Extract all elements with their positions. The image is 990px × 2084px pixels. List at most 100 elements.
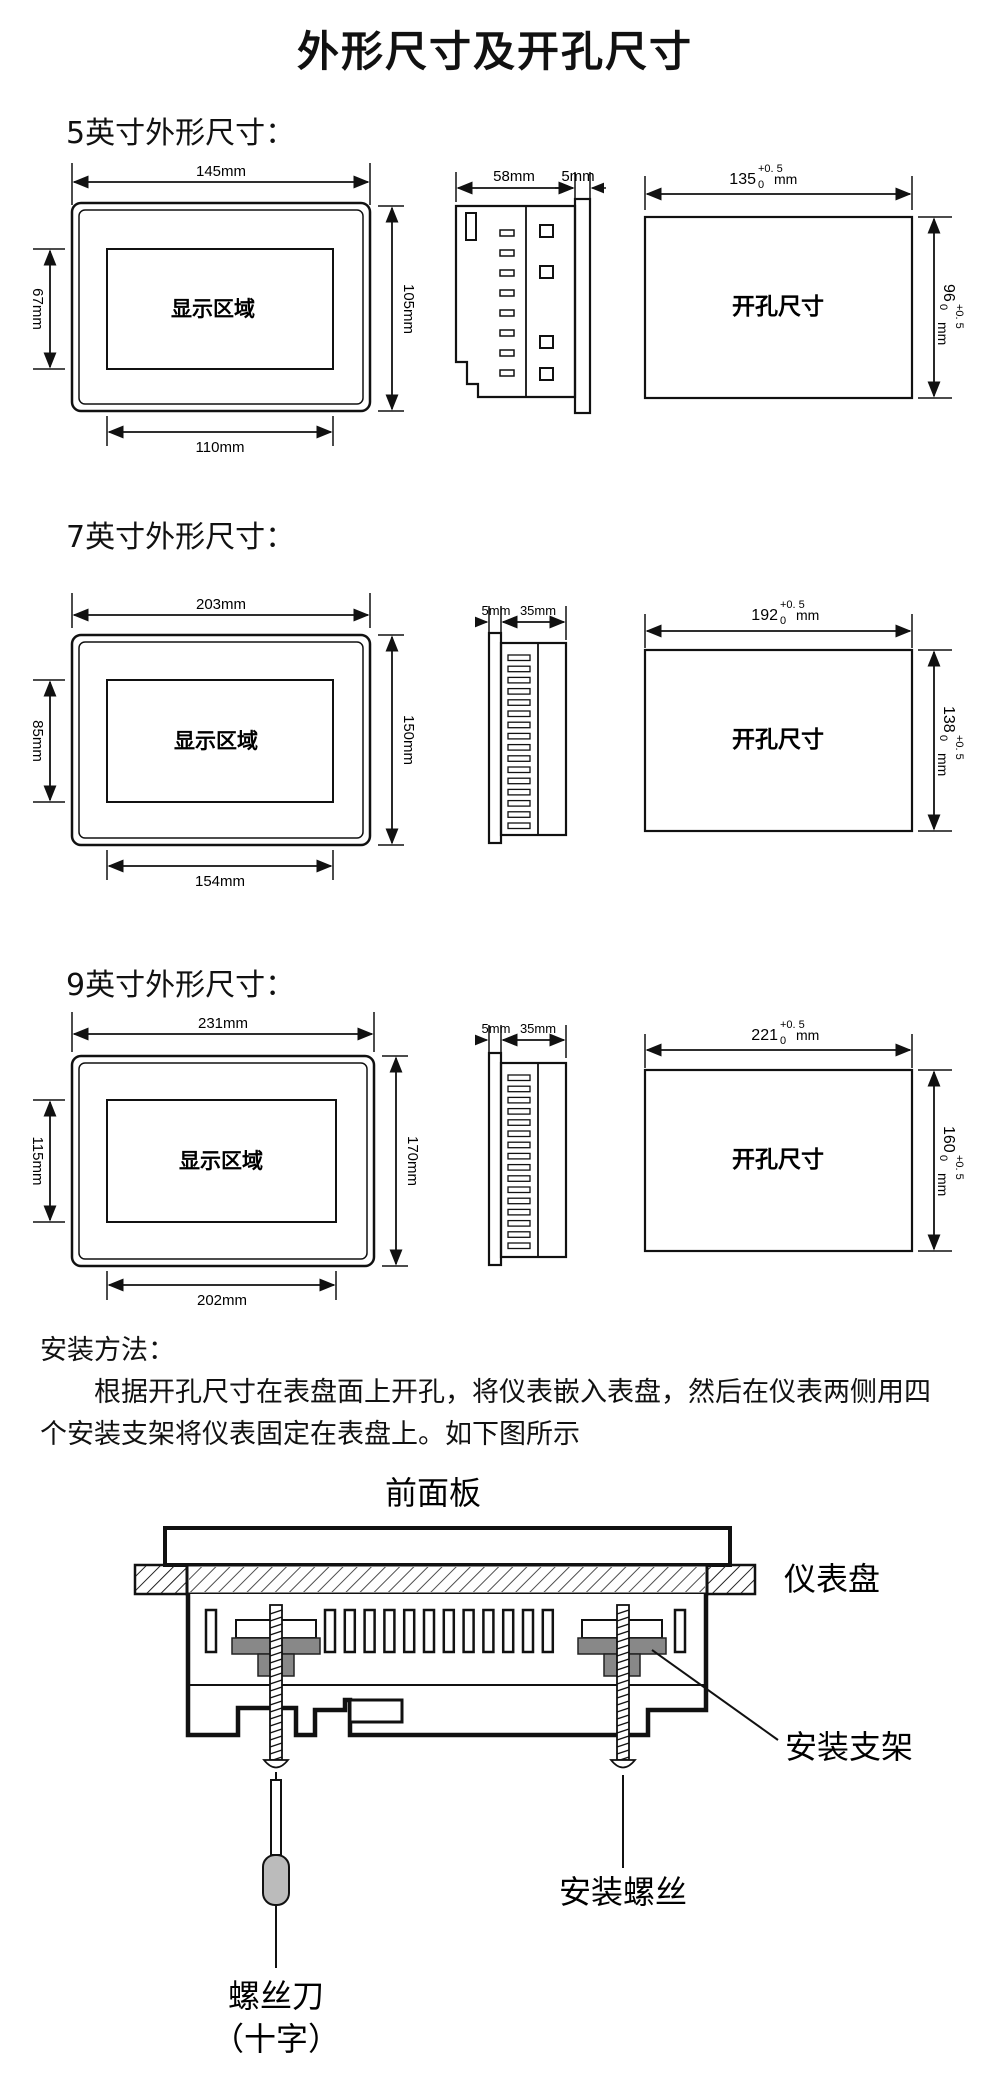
vent-slot — [507, 1163, 531, 1171]
install-text-line1: 根据开孔尺寸在表盘面上开孔，将仪表嵌入表盘，然后在仪表两侧用四 — [94, 1377, 931, 1408]
section-heading-7inch: 7英寸外形尺寸： — [66, 520, 296, 555]
vent-slot — [507, 1085, 531, 1093]
screw-thread — [269, 1665, 283, 1671]
screw-thread — [616, 1714, 630, 1720]
screw-thread — [616, 1616, 630, 1622]
vent-slot — [539, 335, 554, 349]
cutout-width-value: 135 — [729, 171, 756, 188]
screw-thread — [616, 1749, 630, 1755]
cutout-label: 开孔尺寸 — [732, 726, 824, 753]
front-view-5inch: 145mm 显示区域 67mm 105mm 110mm — [29, 163, 417, 456]
vent-slot — [521, 1608, 535, 1654]
screw-thread — [269, 1672, 283, 1678]
dim-front-width: 231mm — [198, 1015, 248, 1032]
vent-slot — [507, 699, 531, 706]
cutout-view-7inch: 192 +0. 5 0 mm 开孔尺寸 138 +0. 5 0 mm — [643, 599, 965, 833]
vent-slot — [499, 269, 515, 277]
bracket-label: 安装支架 — [785, 1728, 913, 1766]
screw-thread — [616, 1658, 630, 1664]
install-instructions: 安装方法： 根据开孔尺寸在表盘面上开孔，将仪表嵌入表盘，然后在仪表两侧用四 个安… — [40, 1330, 960, 1456]
vent-slot — [507, 1186, 531, 1194]
cutout-width-unit: mm — [796, 607, 819, 623]
screw-thread — [269, 1623, 283, 1629]
vent-slot — [507, 1231, 531, 1238]
vent-slot — [673, 1608, 687, 1654]
section-heading-5inch: 5英寸外形尺寸： — [66, 116, 296, 151]
display-area — [106, 1099, 337, 1223]
vent-slot — [507, 676, 531, 684]
screw-thread — [269, 1658, 283, 1664]
cutout-label: 开孔尺寸 — [732, 293, 824, 320]
cutout-width-tol-minus: 0 — [780, 1035, 786, 1047]
screw-thread — [269, 1644, 283, 1650]
vent-slot — [507, 1175, 531, 1182]
dim-bezel-depth: 5mm — [482, 603, 511, 618]
dim-body-depth: 58mm — [493, 168, 535, 185]
screw-thread — [616, 1735, 630, 1741]
screw-thread — [616, 1693, 630, 1699]
vent-slot — [499, 349, 515, 357]
vent-slot — [507, 721, 531, 729]
cutout-height-tol-plus: +0. 5 — [953, 1155, 965, 1180]
screw-thread — [616, 1665, 630, 1671]
installation-diagram: 前面板 仪表盘 — [133, 1474, 913, 2058]
vent-slot — [507, 1219, 531, 1227]
vent-slot — [499, 309, 515, 317]
vent-slot — [343, 1608, 357, 1654]
screwdriver — [262, 1772, 290, 1968]
vent-slot — [462, 1608, 475, 1654]
screw-thread — [269, 1714, 283, 1720]
cutout-height-unit: mm — [935, 1173, 951, 1196]
vent-slot — [507, 665, 531, 673]
vent-slot — [539, 265, 554, 279]
screw-thread — [616, 1637, 630, 1643]
screw-left — [262, 1604, 290, 1769]
vent-slot — [507, 732, 531, 740]
cutout-label: 开孔尺寸 — [732, 1146, 824, 1173]
vent-slot — [402, 1608, 416, 1654]
screw-thread — [269, 1686, 283, 1692]
cutout-width-tol-plus: +0. 5 — [780, 599, 805, 611]
cutout-height-tol-plus: +0. 5 — [953, 304, 965, 329]
display-area — [106, 679, 334, 803]
screw-thread — [616, 1742, 630, 1748]
cutout-width-unit: mm — [774, 171, 797, 187]
vent-slot — [507, 743, 531, 751]
vent-slot — [422, 1608, 436, 1654]
vent-slot — [442, 1608, 456, 1654]
vent-slot — [499, 249, 515, 257]
screw-thread — [269, 1630, 283, 1636]
vent-slot — [541, 1608, 555, 1654]
vent-slot — [507, 799, 531, 807]
cutout-height-tol-minus: 0 — [937, 735, 949, 741]
dim-display-height: 115mm — [29, 1137, 46, 1186]
dim-bezel-depth: 5mm — [482, 1021, 511, 1036]
vent-slot — [482, 1608, 495, 1654]
dim-front-height: 170mm — [404, 1136, 421, 1186]
screw-thread — [269, 1637, 283, 1643]
screw-thread — [616, 1700, 630, 1706]
vent-slot — [507, 1197, 531, 1205]
vent-slot — [499, 329, 515, 337]
dim-display-width: 202mm — [197, 1292, 247, 1309]
screw-thread — [269, 1735, 283, 1741]
screw-thread — [269, 1721, 283, 1727]
cutout-width-tol-minus: 0 — [780, 615, 786, 627]
cutout-height-tol-minus: 0 — [937, 1155, 949, 1161]
device-bezel — [70, 633, 372, 847]
screw-thread — [269, 1707, 283, 1713]
side-view-7inch: 5mm 35mm — [474, 603, 568, 845]
dim-front-width: 145mm — [196, 163, 246, 180]
display-area-label: 显示区域 — [174, 728, 258, 753]
vent-slot — [507, 811, 531, 818]
cutout-rect — [643, 648, 914, 833]
vent-slot — [507, 755, 531, 762]
screw-thread — [616, 1679, 630, 1685]
vent-slot — [539, 224, 554, 238]
cutout-width-tol-minus: 0 — [758, 179, 764, 191]
screw-thread — [616, 1721, 630, 1727]
vent-slot — [507, 654, 531, 662]
vent-slot — [499, 369, 515, 377]
screwdriver-label: 螺丝刀 — [228, 1977, 324, 2015]
